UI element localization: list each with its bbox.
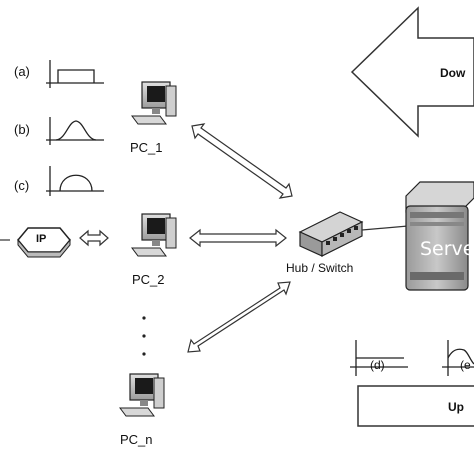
server-icon <box>405 181 474 291</box>
pc-2-label: PC_2 <box>132 272 165 287</box>
waveform-a-label: (a) <box>14 64 30 79</box>
server-label: Serve <box>420 238 474 260</box>
pc-n-icon <box>119 373 165 417</box>
download-label: Dow <box>440 66 466 80</box>
pc-1-icon <box>131 81 177 125</box>
waveform-b-plot <box>46 117 104 145</box>
upload-box <box>357 385 474 427</box>
waveform-c-plot <box>46 166 104 196</box>
hub-server-link <box>361 225 409 231</box>
waveform-e-label: (e <box>460 358 471 372</box>
pc1-hub-arrow <box>191 123 293 199</box>
hub-switch-icon <box>298 211 364 257</box>
upload-label: Up <box>448 400 464 414</box>
pc-2-icon <box>131 213 177 257</box>
waveform-c-label: (c) <box>14 178 30 193</box>
ip-label: IP <box>36 233 47 245</box>
pc-1-label: PC_1 <box>130 140 163 155</box>
pcn-hub-arrow <box>187 281 291 353</box>
waveform-d-label: (d) <box>370 358 385 372</box>
waveform-d-plot <box>350 340 408 376</box>
hub-switch-label: Hub / Switch <box>286 261 354 275</box>
pc-n-label: PC_n <box>120 432 153 447</box>
pc-ellipsis-dots <box>142 316 146 356</box>
waveform-b-label: (b) <box>14 122 30 137</box>
pc2-hub-arrow <box>189 228 287 248</box>
waveform-a-plot <box>46 60 104 88</box>
waveform-e-plot <box>442 340 474 376</box>
download-arrow <box>350 6 474 138</box>
ip-device-icon <box>17 227 71 258</box>
ip-pc2-double-arrow <box>79 229 109 247</box>
